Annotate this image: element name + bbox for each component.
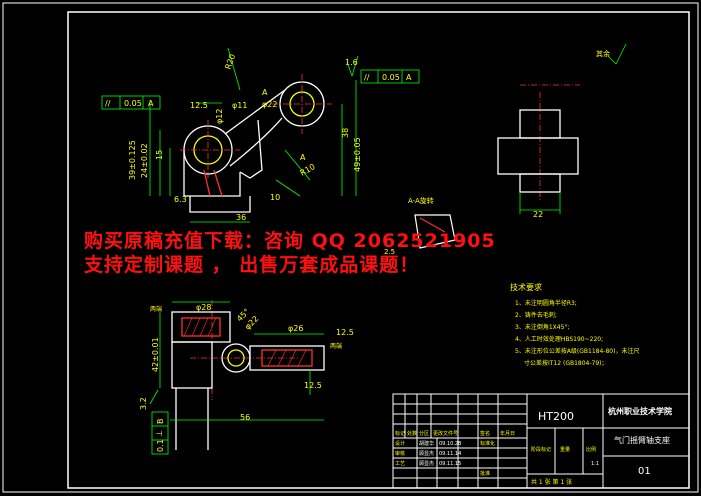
hatching — [183, 317, 307, 367]
dim-10: 10 — [270, 193, 280, 202]
bottom-view-dims — [149, 301, 324, 455]
section-a-top: A — [262, 88, 268, 97]
tech-item-3: 3、未注倒角1X45°; — [515, 323, 569, 331]
tech-title: 技术要求 — [510, 282, 542, 292]
roughness-note: 其余 — [596, 49, 610, 58]
gdt-val-1: 0.05 — [124, 99, 142, 108]
bottom-view[interactable] — [171, 311, 325, 450]
tb-sheet: 共 1 张 第 1 张 — [531, 478, 572, 486]
watermark-line-1: 购买原稿充值下载：咨询 QQ 2062521905 — [84, 230, 496, 252]
tb-approve-name: 顾显杰 — [419, 460, 434, 467]
dim-15: 15 — [155, 150, 164, 160]
gdt-datum-2: A — [406, 73, 412, 82]
tb-weight-label: 重量 — [560, 446, 570, 453]
tb-design-date: 09.10.28 — [439, 441, 461, 447]
tb-row-count: 处数 — [407, 430, 417, 437]
tb-process-label: 工艺 — [395, 461, 405, 467]
watermark-line-2: 支持定制课题 ， 出售万套成品课题！ — [84, 254, 420, 276]
dim-r20: R20 — [223, 53, 237, 71]
dim-12-5-b: 12.5 — [304, 381, 322, 390]
tb-review-date: 09.11.14 — [439, 451, 461, 457]
tb-design-name: 胡建华 — [419, 440, 434, 447]
dim-2-5: 2.5 — [384, 248, 395, 256]
dim-49: 49±0.05 — [353, 137, 362, 172]
tb-design-label: 设计 — [395, 440, 405, 447]
section-aa-label: A-A旋转 — [408, 196, 434, 205]
roughness-1-6: 1.6 — [345, 58, 358, 67]
title-block-rows: 标记 处数 分区 更改文件号 签名 年月日 设计 胡建华 09.10.28 标准… — [395, 430, 515, 477]
dim-56: 56 — [240, 413, 250, 422]
tb-approve-date: 09.11.15 — [439, 461, 461, 467]
dim-39: 39±0.125 — [128, 140, 137, 180]
tb-row-sign: 签名 — [480, 430, 490, 437]
dim-24: 24±0.02 — [140, 143, 149, 178]
tech-item-2: 2、铸件去毛刺; — [515, 311, 557, 319]
dim-d12: φ12 — [215, 109, 224, 124]
gdt-val-3: 0.1 — [156, 439, 165, 452]
tb-part-name: 气门摇臂轴支座 — [614, 435, 670, 445]
gdt-datum-3: B — [156, 419, 165, 425]
label-both-ends-1: 两端 — [150, 305, 162, 313]
tb-review-label: 审核 — [395, 450, 405, 457]
label-both-ends-2: 两端 — [330, 342, 342, 350]
tb-drawing-no: 01 — [638, 466, 651, 477]
tb-stage-label: 阶段标记 — [531, 446, 551, 453]
dim-r10: R10 — [299, 162, 317, 178]
gdt-sym-3: ⊥ — [155, 430, 164, 437]
gdt-datum-1: A — [148, 99, 154, 108]
gdt-sym-2: // — [364, 73, 370, 82]
dim-d22: φ22 — [262, 100, 277, 109]
tb-row-doc: 更改文件号 — [433, 430, 458, 437]
tech-item-6: 寸公差按IT12 (GB1804-79)； — [524, 359, 608, 367]
dim-d28: φ28 — [196, 303, 211, 312]
inner-border — [67, 11, 690, 489]
title-block[interactable]: HT200 杭州职业技术学院 气门摇臂轴支座 01 1:1 共 1 张 第 1 … — [531, 406, 672, 486]
tech-item-5: 5、未注形位公差按A级(GB1184-80)，未注尺 — [515, 347, 639, 355]
tb-row-date: 年月日 — [500, 430, 515, 437]
tb-approve-label: 批准 — [480, 470, 490, 477]
gdt-frames: // 0.05 A // 0.05 A — [105, 73, 412, 108]
tech-item-4: 4、人工时效处理HBS190~220; — [515, 335, 603, 343]
dim-42: 42±0.01 — [151, 337, 160, 372]
dim-12-5-c: 12.5 — [336, 328, 354, 337]
tech-item-1: 1、未注明圆角半径R3; — [515, 299, 577, 307]
dim-d11: φ11 — [232, 101, 247, 110]
tb-scale: 1:1 — [591, 461, 599, 467]
dimension-texts: R20 φ11 φ22 φ12 R10 12.5 49±0.05 38 36 1… — [128, 53, 362, 222]
side-view[interactable] — [497, 109, 579, 193]
dimension-lines — [101, 43, 627, 223]
dim-12-5: 12.5 — [190, 101, 208, 110]
tb-ratio-label: 比例 — [586, 446, 596, 453]
gdt-val-2: 0.05 — [382, 73, 400, 82]
section-view[interactable] — [414, 214, 456, 249]
tb-row-zone: 分区 — [419, 430, 429, 437]
tech-requirements: 技术要求 1、未注明圆角半径R3; 2、铸件去毛刺; 3、未注倒角1X45°; … — [510, 282, 639, 367]
dim-d26: φ26 — [288, 324, 303, 333]
gdt-sym-1: // — [105, 99, 111, 108]
bottom-dim-texts: φ28 φ26 56 42±0.01 12.5 12.5 45° φ22 3.2… — [139, 303, 354, 452]
tb-review-name: 顾显杰 — [419, 450, 434, 457]
side-view-dims — [519, 192, 561, 214]
dim-38: 38 — [341, 128, 350, 138]
tb-school: 杭州职业技术学院 — [608, 406, 672, 416]
title-block-grid — [392, 393, 690, 489]
tb-row-mark: 标记 — [395, 430, 405, 437]
section-a-bottom: A — [300, 153, 306, 162]
dim-22: 22 — [533, 210, 543, 219]
dim-6-3: 6.3 — [174, 195, 187, 204]
tb-std-label: 标准化 — [480, 440, 495, 447]
dim-36: 36 — [236, 213, 246, 222]
tb-material: HT200 — [538, 410, 574, 423]
roughness-3-2: 3.2 — [139, 397, 148, 410]
